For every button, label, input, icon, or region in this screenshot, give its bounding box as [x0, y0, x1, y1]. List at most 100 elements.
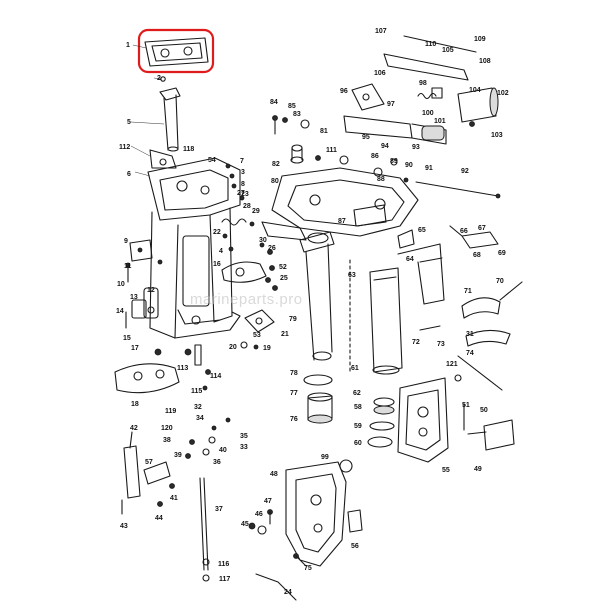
part-rod-92[interactable]	[415, 181, 501, 199]
callout-74: 74	[466, 350, 474, 357]
part-studs-113-116[interactable]	[154, 344, 211, 391]
callout-26: 26	[268, 245, 276, 252]
part-screw-49-50[interactable]	[467, 419, 515, 451]
callout-52: 52	[279, 264, 287, 271]
callout-92: 92	[461, 168, 469, 175]
part-shift-rod-37[interactable]	[199, 477, 210, 571]
part-plate-12[interactable]	[143, 287, 159, 319]
part-bracket-71[interactable]	[461, 297, 501, 319]
part-bolts-111-86-89[interactable]	[315, 155, 409, 183]
callout-29: 29	[252, 208, 260, 215]
callout-83: 83	[293, 111, 301, 118]
callout-42: 42	[130, 425, 138, 432]
part-transom-bracket-48[interactable]	[285, 461, 347, 567]
callout-115: 115	[191, 388, 202, 395]
callout-35: 35	[240, 433, 248, 440]
callout-23: 23	[241, 191, 249, 198]
part-tiller-arm-94[interactable]	[343, 115, 447, 145]
part-fasteners-39-40[interactable]	[185, 417, 231, 459]
part-plug-99[interactable]	[339, 459, 353, 473]
part-lever-67-69[interactable]	[449, 225, 499, 249]
part-ring-78[interactable]	[303, 374, 333, 386]
part-rod-70[interactable]	[499, 281, 523, 301]
callout-105: 105	[442, 47, 454, 54]
highlight-box	[137, 28, 215, 74]
callout-49: 49	[474, 466, 482, 473]
part-plate-13[interactable]	[131, 299, 147, 319]
callout-55: 55	[442, 467, 450, 474]
part-small-fasteners[interactable]	[222, 163, 273, 255]
part-clip-56[interactable]	[347, 509, 363, 533]
callout-57: 57	[145, 459, 153, 466]
callout-69: 69	[498, 250, 506, 257]
callout-22: 22	[213, 229, 221, 236]
callout-20: 20	[229, 344, 237, 351]
callout-40: 40	[219, 447, 227, 454]
callout-78: 78	[290, 370, 298, 377]
part-bolt-84-85[interactable]	[272, 115, 310, 135]
callout-labels: 1 2 3 4 5 6 7 8 9 10 11 12 13 14 15 16 1…	[116, 28, 509, 596]
callout-99: 99	[321, 454, 329, 461]
part-plate-112[interactable]	[149, 149, 177, 169]
callout-11: 11	[124, 263, 132, 270]
part-tube-5[interactable]	[159, 87, 181, 152]
part-bracket-65[interactable]	[397, 229, 415, 249]
part-bushing-76-77[interactable]	[307, 392, 333, 424]
callout-100: 100	[422, 110, 434, 117]
callout-59: 59	[354, 423, 362, 430]
part-link-73-74[interactable]	[457, 329, 511, 391]
callout-4: 4	[219, 248, 223, 255]
callout-81: 81	[320, 128, 328, 135]
callout-39: 39	[174, 452, 182, 459]
part-clip-121[interactable]	[454, 374, 462, 382]
part-pin-75[interactable]	[293, 553, 307, 567]
part-bracket-96-97[interactable]	[351, 83, 385, 111]
part-fitting-82[interactable]	[290, 144, 304, 164]
callout-7: 7	[240, 158, 244, 165]
part-bushings-19-20[interactable]	[240, 341, 259, 350]
callout-120: 120	[161, 425, 173, 432]
part-connector-64[interactable]	[397, 243, 445, 305]
callout-119: 119	[165, 408, 176, 415]
callout-51: 51	[462, 402, 470, 409]
part-swivel-bracket-80[interactable]	[261, 167, 419, 241]
callout-17: 17	[131, 345, 139, 352]
part-exhaust-housing[interactable]	[147, 157, 241, 339]
part-washer-117[interactable]	[202, 574, 210, 582]
part-steering-tube-79[interactable]	[299, 231, 335, 361]
callout-117: 117	[219, 576, 230, 583]
callout-94: 94	[381, 143, 389, 150]
part-spring-98-101[interactable]	[417, 87, 443, 100]
part-link-42[interactable]	[123, 431, 141, 499]
part-bracket-9[interactable]	[129, 239, 153, 262]
callout-110: 110	[425, 41, 436, 48]
part-stern-bracket-55[interactable]	[397, 377, 449, 463]
part-shift-arm-16[interactable]	[221, 261, 267, 283]
callout-46: 46	[255, 511, 263, 518]
part-spring-29[interactable]	[221, 218, 247, 226]
part-mount-17[interactable]	[114, 363, 180, 394]
callout-66: 66	[460, 228, 468, 235]
part-plate-87[interactable]	[353, 204, 387, 227]
part-rings-58-60[interactable]	[367, 397, 395, 448]
part-rod-24[interactable]	[255, 573, 297, 601]
part-screw-103[interactable]	[469, 121, 475, 127]
part-lever-72[interactable]	[419, 325, 441, 331]
part-gasket-1[interactable]	[144, 37, 209, 67]
callout-114: 114	[210, 373, 221, 380]
callout-68: 68	[473, 252, 481, 259]
part-bolts-41-44-43[interactable]	[121, 483, 175, 515]
part-fasteners-45-47[interactable]	[248, 509, 273, 535]
callout-41: 41	[170, 495, 178, 502]
callout-90: 90	[405, 162, 413, 169]
part-lever-57[interactable]	[143, 461, 171, 485]
part-bolts-10-11[interactable]	[125, 259, 163, 283]
part-bushings-52-28[interactable]	[265, 265, 278, 291]
part-column-61[interactable]	[369, 267, 403, 375]
part-clamp-21[interactable]	[244, 309, 275, 333]
part-cylinder-102[interactable]	[457, 87, 499, 123]
callout-103: 103	[491, 132, 503, 139]
callout-13: 13	[130, 294, 138, 301]
callout-65: 65	[418, 227, 426, 234]
part-throttle-105[interactable]	[383, 35, 477, 81]
